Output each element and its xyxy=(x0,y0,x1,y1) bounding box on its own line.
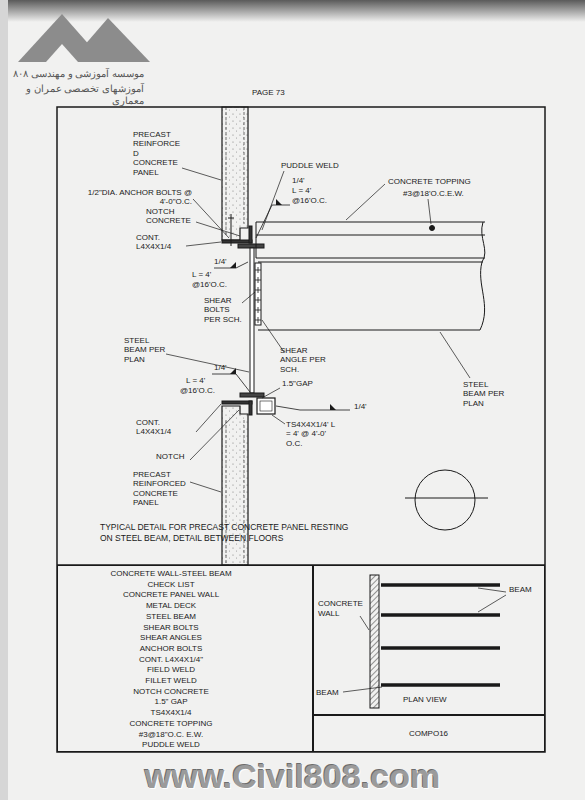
plan-label: CONCRETE WALL xyxy=(318,599,370,618)
part-label: CONT. L4X4X1/4 xyxy=(136,233,188,252)
checklist-item: ANCHOR BOLTS xyxy=(58,644,284,655)
checklist-item: 1.5" GAP xyxy=(58,697,284,708)
checklist-item: TS4X4X1/4 xyxy=(58,708,284,719)
checklist-item: CONCRETE TOPPING xyxy=(58,719,284,730)
part-label: NOTCH CONCRETE xyxy=(146,207,196,226)
checklist-item: FILLET WELD xyxy=(58,676,284,687)
part-label: STEEL BEAM PER PLAN xyxy=(124,336,166,364)
checklist-item: PUDDLE WELD xyxy=(58,740,284,751)
part-label: NOTCH xyxy=(156,452,190,461)
checklist-heading: CONCRETE WALL-STEEL BEAM xyxy=(58,569,284,580)
weld-spacing: @16'O.C. xyxy=(292,196,342,205)
weld-size: 1/4' xyxy=(214,257,234,266)
part-label: SHEAR BOLTS PER SCH. xyxy=(204,296,244,324)
part-label: 1/2"DIA. ANCHOR BOLTS @ 4'-0"O.C. xyxy=(72,188,192,207)
part-label: PRECAST REINFORCED CONCRETE PANEL xyxy=(133,130,183,177)
checklist-item: FIELD WELD xyxy=(58,665,284,676)
checklist-heading: CHECK LIST xyxy=(58,580,284,591)
detail-caption: TYPICAL DETAIL FOR PRECAST CONCRETE PANE… xyxy=(100,522,362,544)
checklist-item: CONCRETE PANEL WALL xyxy=(58,590,284,601)
checklist-item: NOTCH CONCRETE xyxy=(58,687,284,698)
weld-spacing: @16'O.C. xyxy=(192,280,236,289)
part-label: PRECAST REINFORCED CONCRETE PANEL xyxy=(133,470,188,508)
logo-text: آموزشهای تخصصی عمران و معماری xyxy=(4,83,144,107)
drawing-number: COMPO16 xyxy=(314,729,543,740)
watermark: www.Civil808.com xyxy=(0,756,585,796)
part-label: CONT. L4X4X1/4 xyxy=(136,418,194,437)
page-number: PAGE 73 xyxy=(252,88,312,97)
weld-size: 1/4' xyxy=(214,363,234,372)
part-label: TS4X4X1/4' L = 4' @ 4'-0' O.C. xyxy=(286,420,336,448)
plan-label: BEAM xyxy=(316,688,348,699)
plan-view-box: CONCRETE WALL BEAM BEAM PLAN VIEW xyxy=(313,565,545,715)
checklist-item: STEEL BEAM xyxy=(58,612,284,623)
dimension: 1.5"GAP xyxy=(282,379,327,388)
logo-text: موسسه آموزشی و مهندسی ۸۰۸ xyxy=(4,68,144,80)
drawing-number-box: COMPO16 xyxy=(313,715,545,752)
weld-length: L = 4' xyxy=(186,376,216,385)
plan-label: BEAM xyxy=(509,585,541,596)
checklist-item: SHEAR ANGLES xyxy=(58,633,284,644)
rebar-label: #3@18'O.C.E.W. xyxy=(403,189,493,198)
weld-length: L = 4' xyxy=(292,186,332,195)
checklist-item: SHEAR BOLTS xyxy=(58,623,284,634)
part-label: PUDDLE WELD xyxy=(281,161,351,170)
weld-length: L = 4' xyxy=(192,270,222,279)
checklist-box: CONCRETE WALL-STEEL BEAMCHECK LISTCONCRE… xyxy=(57,565,313,752)
part-label: CONCRETE TOPPING xyxy=(388,177,488,186)
weld-size: 1/4' xyxy=(292,176,322,185)
checklist-item: METAL DECK xyxy=(58,601,284,612)
checklist-item: #3@18"O.C. E.W. xyxy=(58,730,284,741)
weld-spacing: @16'O.C. xyxy=(180,386,224,395)
part-label: SHEAR ANGLE PER SCH. xyxy=(280,346,328,374)
plan-label: PLAN VIEW xyxy=(403,695,463,706)
part-label: STEEL BEAM PER PLAN xyxy=(463,380,505,408)
weld-size: 1/4' xyxy=(354,402,379,411)
checklist-item: CONT. L4X4X1/4" xyxy=(58,655,284,666)
